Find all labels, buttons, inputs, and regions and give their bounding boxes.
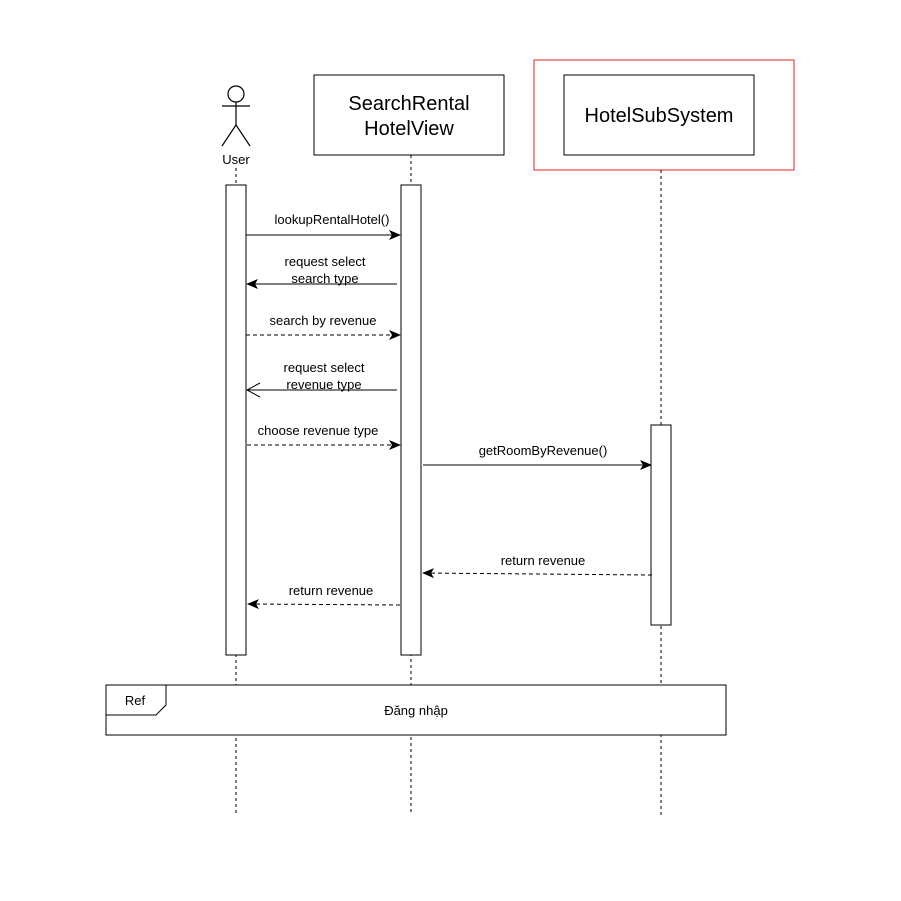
message-request-search-type-label-2: search type <box>291 271 358 286</box>
message-get-room-label: getRoomByRevenue() <box>479 443 608 458</box>
message-choose-revenue-type-label: choose revenue type <box>258 423 379 438</box>
ref-fragment-text: Đăng nhập <box>384 703 448 718</box>
subsystem-activation-bar <box>650 424 672 626</box>
view-activation-bar <box>400 184 422 656</box>
message-request-revenue-type-label-1: request select <box>284 360 365 375</box>
subsystem-highlight-frame <box>533 59 795 171</box>
view-participant-box <box>313 74 505 156</box>
subsystem-participant-label: HotelSubSystem <box>585 105 734 127</box>
message-search-by-revenue-label: search by revenue <box>270 313 377 328</box>
view-participant-line1: SearchRental <box>348 93 469 115</box>
user-activation-bar <box>225 184 247 656</box>
message-return-revenue-2-arrow <box>247 599 401 610</box>
message-return-revenue-2-label: return revenue <box>289 583 374 598</box>
message-return-revenue-1-arrow <box>422 568 653 579</box>
subsystem-participant-box <box>563 74 755 156</box>
message-return-revenue-1-label: return revenue <box>501 553 586 568</box>
message-request-revenue-type-label-2: revenue type <box>286 377 361 392</box>
ref-fragment-tag: Ref <box>125 693 146 708</box>
message-request-revenue-type-arrowhead <box>245 382 261 398</box>
message-request-search-type-label-1: request select <box>285 254 366 269</box>
message-lookup-label: lookupRentalHotel() <box>275 212 390 227</box>
user-actor-label: User <box>222 152 250 167</box>
ref-fragment-tag-box <box>105 684 167 716</box>
user-actor <box>221 85 251 147</box>
view-participant-line2: HotelView <box>364 118 454 140</box>
